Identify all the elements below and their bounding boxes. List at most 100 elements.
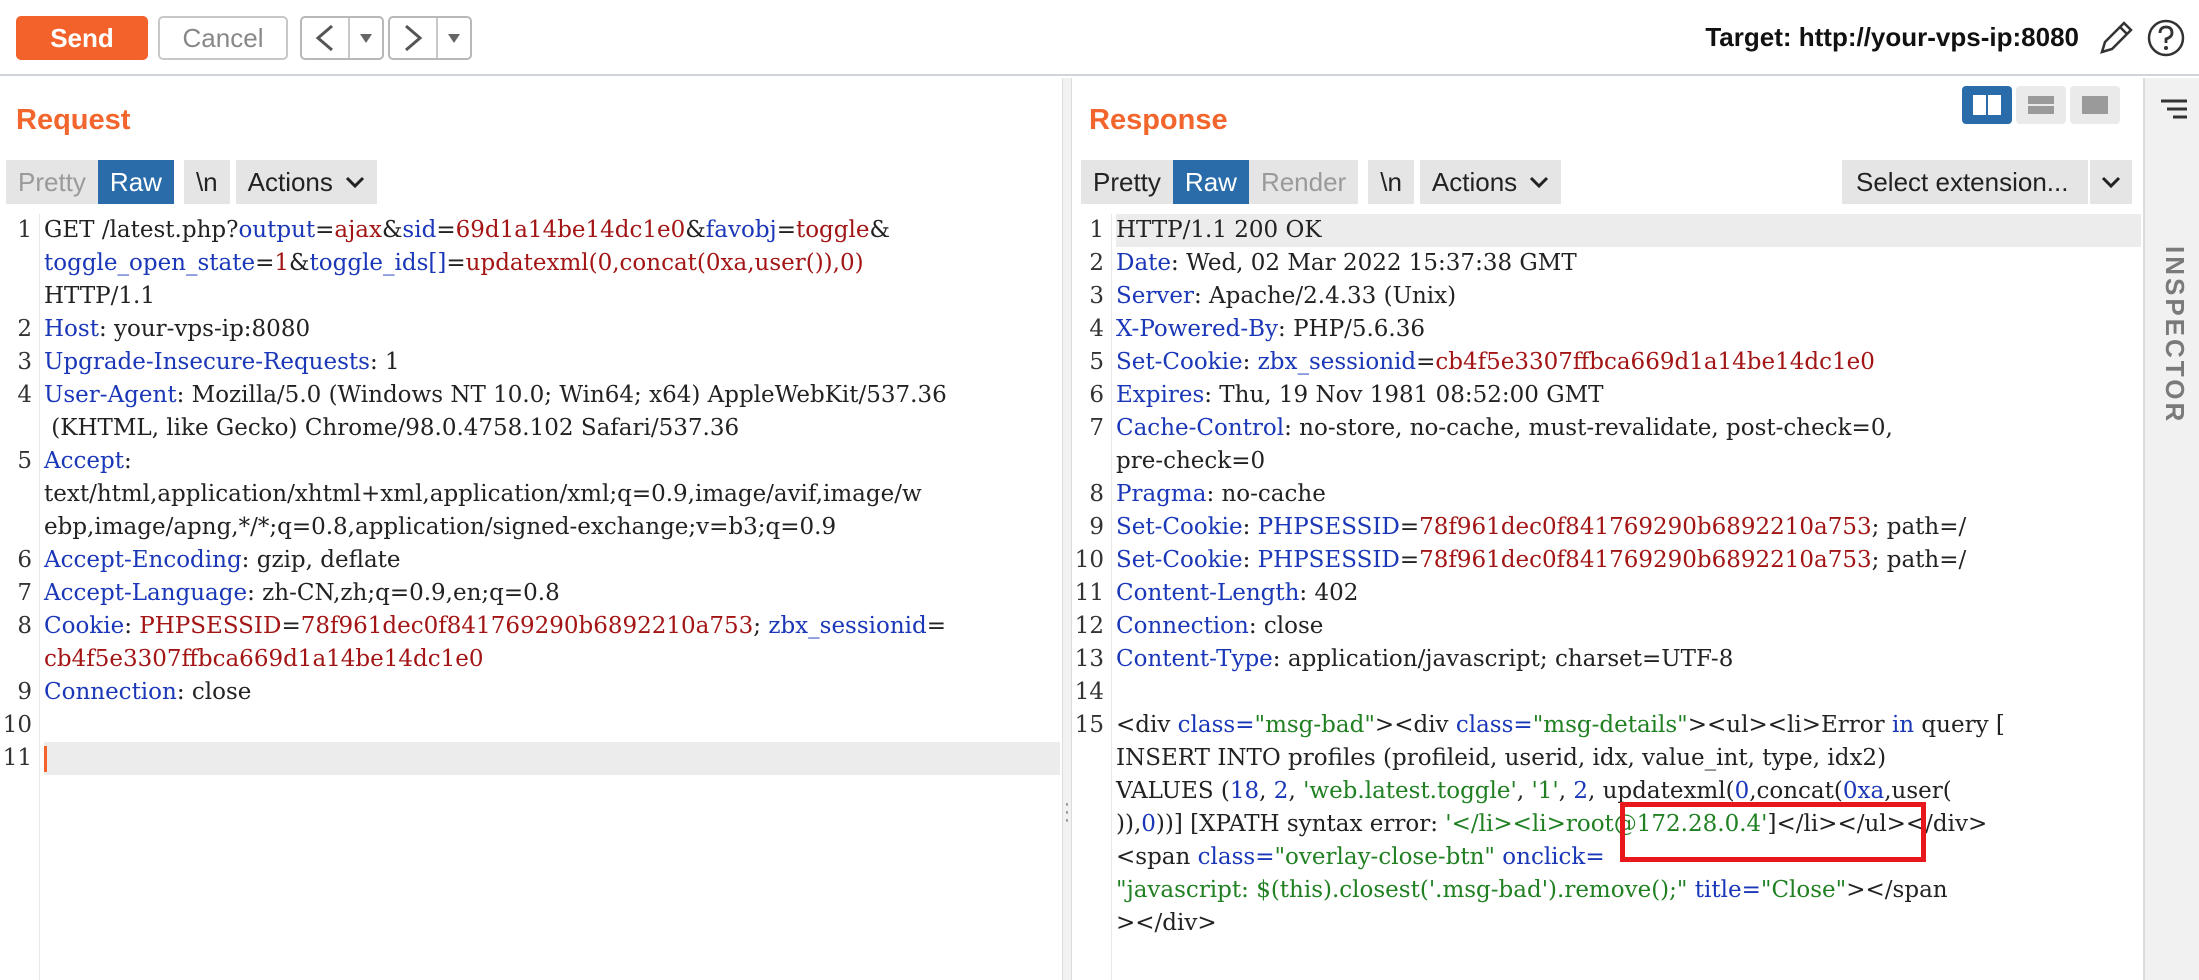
header-name: Pragma [1116,481,1207,507]
split-horizontal-icon [2028,96,2054,114]
request-gutter: 1 2 3 4 5 6 7 8 9 10 11 [0,214,40,980]
header-name: Accept [44,448,124,474]
request-line: cb4f5e3307ffbca669d1a14be14dc1e0 [44,643,1060,676]
back-history-dropdown[interactable] [350,18,382,58]
request-line-current[interactable] [44,742,1060,775]
param-value: 69d1a14be14dc1e0 [455,217,686,243]
help-icon[interactable] [2146,18,2186,58]
response-tabbar: Pretty Raw Render \n Actions [1081,160,1567,206]
html-string: "overlay-close-btn" [1274,844,1495,870]
code-text: = [436,217,456,243]
pencil-icon[interactable] [2096,18,2136,58]
header-value: : Thu, 19 Nov 1981 08:52:00 GMT [1204,382,1604,408]
inspector-sidebar[interactable]: INSPECTOR [2143,78,2199,980]
request-tabbar: Pretty Raw \n Actions [6,160,383,206]
request-view-toggle: Pretty Raw [6,160,174,206]
code-text: = [446,250,466,276]
header-name: Set-Cookie [1116,547,1243,573]
param-value: updatexml(0,concat(0xa,user()),0) [465,250,864,276]
cookie-value: cb4f5e3307ffbca669d1a14be14dc1e0 [44,646,484,672]
response-line: Content-Type: application/javascript; ch… [1116,643,2141,676]
request-actions-menu[interactable]: Actions [235,160,377,204]
response-newline-toggle[interactable]: \n [1368,160,1414,204]
request-line: Accept-Encoding: gzip, deflate [44,544,1060,577]
request-editor[interactable]: 1 2 3 4 5 6 7 8 9 10 11 GET /latest.php?… [0,214,1062,980]
line-number: 15 [1074,712,1104,738]
number: 0 [1734,778,1750,804]
back-button[interactable] [302,18,350,58]
send-button[interactable]: Send [16,16,148,60]
response-body-line: )),0))] [XPATH syntax error: '</li><li>r… [1116,808,2141,841]
response-tab-pretty[interactable]: Pretty [1081,160,1173,204]
response-line: Set-Cookie: PHPSESSID=78f961dec0f8417692… [1116,544,2141,577]
response-line: X-Powered-By: PHP/5.6.36 [1116,313,2141,346]
html-string: "msg-details" [1532,712,1688,738]
forward-history-dropdown[interactable] [438,18,470,58]
line-number: 5 [1089,349,1104,375]
line-number: 8 [1089,481,1104,507]
request-line: Host: your-vps-ip:8080 [44,313,1060,346]
header-name: Accept-Language [44,580,248,606]
header-value: (KHTML, like Gecko) Chrome/98.0.4758.102… [44,415,740,441]
line-number: 3 [17,349,32,375]
code-text: query [ [1914,712,2005,738]
code-text: & [381,217,403,243]
response-tab-render[interactable]: Render [1248,160,1359,204]
sql-string: '1' [1531,778,1559,804]
split-horizontal-button[interactable] [2016,86,2066,124]
cookie-name: zbx_sessionid [768,613,927,639]
request-tab-pretty[interactable]: Pretty [6,160,98,204]
menu-icon[interactable] [2159,96,2189,124]
param-key: favobj [705,217,777,243]
request-tab-raw[interactable]: Raw [97,160,174,204]
line-number: 2 [1089,250,1104,276]
pane-splitter[interactable] [1062,78,1072,980]
header-value: : gzip, deflate [241,547,401,573]
response-code: HTTP/1.1 200 OK Date: Wed, 02 Mar 2022 1… [1116,214,2141,940]
chevron-down-icon [345,176,364,189]
response-actions-menu[interactable]: Actions [1419,160,1562,204]
leaked-user-string: '</li><li>root@172.28.0.4' [1445,811,1768,837]
html-string: "Close" [1760,877,1847,903]
response-gutter: 1 2 3 4 5 6 7 8 9 10 11 12 13 14 15 [1072,214,1112,980]
line-number: 6 [1089,382,1104,408]
splitter-grip-icon[interactable]: ··· [1063,793,1071,831]
response-body-line: "javascript: $(this).closest('.msg-bad')… [1116,874,2141,907]
param-key: output [238,217,316,243]
code-text: <span [1116,844,1198,870]
number: 0 [1141,811,1156,837]
response-editor[interactable]: 1 2 3 4 5 6 7 8 9 10 11 12 13 14 15 HTTP… [1072,214,2143,980]
code-text: HTTP/1.1 [44,283,155,309]
code-text: : [1242,547,1258,573]
code-text: , [1558,778,1574,804]
split-vertical-button[interactable] [1962,86,2012,124]
header-value: : 1 [369,349,400,375]
header-name: Connection [1116,613,1249,639]
response-line: Content-Length: 402 [1116,577,2141,610]
code-text: : [1242,514,1258,540]
request-newline-toggle[interactable]: \n [183,160,230,204]
split-vertical-icon [1973,95,2001,115]
response-body-line: <div class="msg-bad"><div class="msg-det… [1116,709,2141,742]
request-line: text/html,application/xhtml+xml,applicat… [44,478,1060,511]
header-value: : 402 [1299,580,1359,606]
code-text: INSERT INTO profiles (profileid, userid,… [1116,745,1887,771]
select-extension-toggle[interactable] [2088,160,2132,204]
code-text: : [123,448,132,474]
cancel-button[interactable]: Cancel [158,16,288,60]
caret-down-icon [360,34,372,43]
select-extension-dropdown[interactable]: Select extension... [1842,160,2132,204]
header-name: Cache-Control [1116,415,1285,441]
chevron-down-icon [1530,176,1549,189]
response-body-line: ></div> [1116,907,2141,940]
forward-button[interactable] [390,18,438,58]
response-tab-raw[interactable]: Raw [1172,160,1249,204]
sql-keyword: in [1891,712,1915,738]
caret-down-icon [448,34,460,43]
number: 0xa [1842,778,1885,804]
single-pane-button[interactable] [2070,86,2120,124]
line-number: 4 [17,382,32,408]
back-nav-group [300,16,384,60]
request-line [44,709,1060,742]
inspector-label[interactable]: INSPECTOR [2160,246,2190,425]
